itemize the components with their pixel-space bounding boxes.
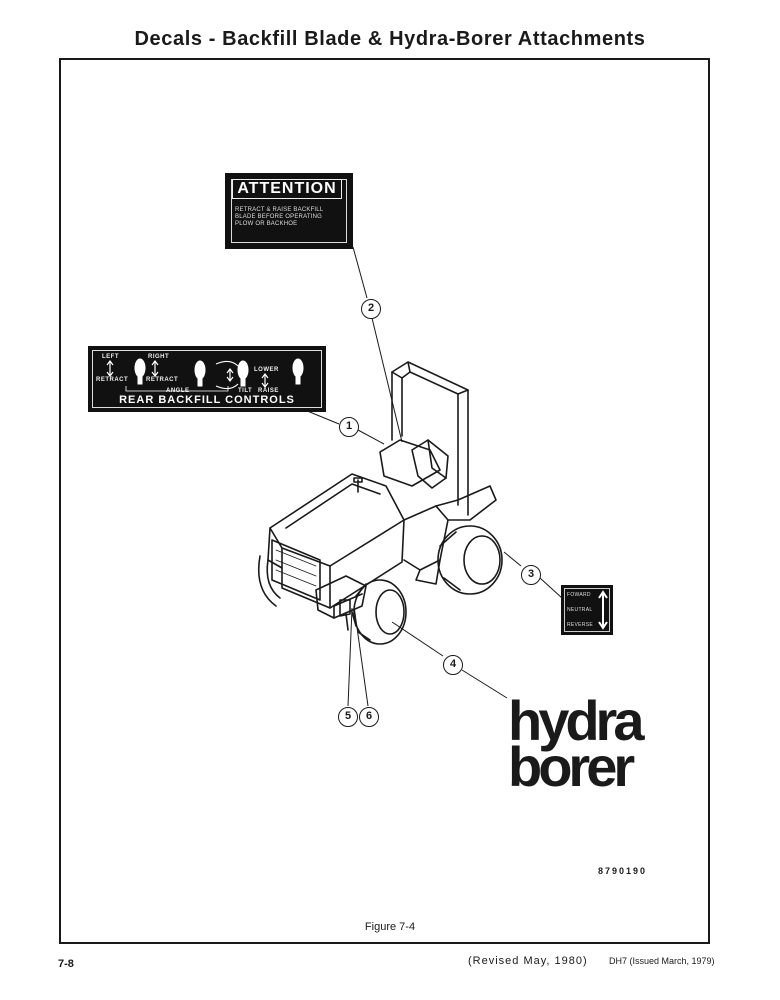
page-number: 7-8 xyxy=(58,958,74,970)
attention-line-3: PLOW OR BACKHOE xyxy=(235,221,298,227)
controls-title: REAR BACKFILL CONTROLS xyxy=(119,394,295,406)
label-tilt: TILT xyxy=(238,388,253,394)
figure-caption: Figure 7-4 xyxy=(364,921,416,933)
logo-line-borer: borer xyxy=(508,735,635,798)
label-left: LEFT xyxy=(102,354,119,360)
callout-3: 3 xyxy=(521,565,541,585)
attention-decal: ATTENTION RETRACT & RAISE BACKFILL BLADE… xyxy=(225,173,353,249)
label-lower: LOWER xyxy=(254,367,279,373)
label-retract-left: RETRACT xyxy=(96,377,129,383)
label-right: RIGHT xyxy=(148,354,170,360)
logo-line-hydra: hydra xyxy=(508,689,644,752)
attention-line-2: BLADE BEFORE OPERATING xyxy=(235,214,322,220)
attention-heading: ATTENTION xyxy=(232,179,342,199)
part-number: 8790190 xyxy=(598,866,648,876)
rear-backfill-controls-decal: LEFT RIGHT RETRACT RETRACT LOWER ANGLE T… xyxy=(88,346,326,412)
attention-line-1: RETRACT & RAISE BACKFILL xyxy=(235,207,324,213)
direction-decal-border xyxy=(564,588,610,632)
callout-5: 5 xyxy=(338,707,358,727)
hydra-borer-logo: hydra borer xyxy=(508,689,644,798)
label-raise: RAISE xyxy=(258,388,279,394)
figure-frame xyxy=(59,58,710,944)
direction-arrow-icon xyxy=(598,590,608,630)
label-forward: FOWARD xyxy=(567,592,591,598)
callout-6: 6 xyxy=(359,707,379,727)
controls-decal-border xyxy=(92,350,322,408)
revision-note: (Revised May, 1980) xyxy=(468,955,588,967)
callout-2: 2 xyxy=(361,299,381,319)
label-retract-right: RETRACT xyxy=(146,377,179,383)
label-neutral: NEUTRAL xyxy=(567,607,593,613)
label-reverse: REVERSE xyxy=(567,622,593,628)
issue-note: DH7 (Issued March, 1979) xyxy=(609,956,715,966)
page-title: Decals - Backfill Blade & Hydra-Borer At… xyxy=(134,28,646,50)
callout-4: 4 xyxy=(443,655,463,675)
lever-icons xyxy=(106,358,304,392)
direction-decal: FOWARD NEUTRAL REVERSE xyxy=(561,585,613,635)
callout-1: 1 xyxy=(339,417,359,437)
attention-message: RETRACT & RAISE BACKFILL BLADE BEFORE OP… xyxy=(235,207,343,228)
